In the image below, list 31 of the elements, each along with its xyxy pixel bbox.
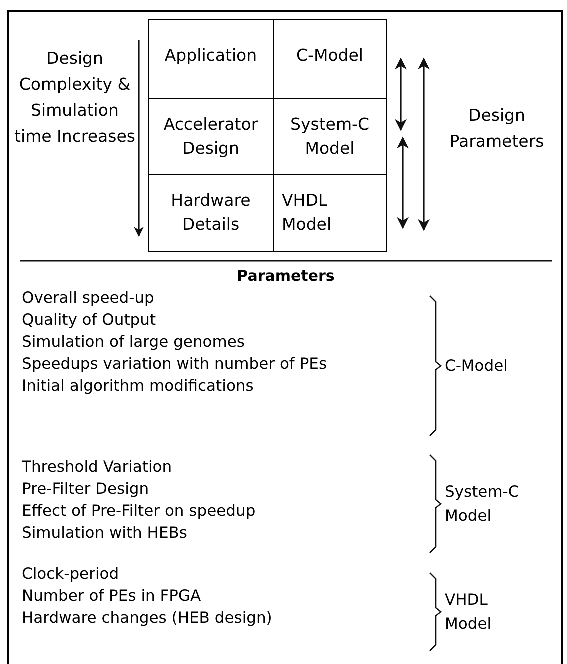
parameter-item: Initial algorithm modifications: [22, 376, 255, 397]
table-cell: [273, 174, 387, 252]
parameter-item: Simulation of large genomes: [22, 332, 246, 353]
parameter-item: Threshold Variation: [22, 457, 174, 478]
table-cell: [148, 19, 274, 99]
model-label: System-C Model: [445, 482, 520, 527]
model-label: VHDL Model: [445, 590, 493, 635]
cell-text: Application: [164, 45, 258, 67]
cell-text: VHDL Model: [282, 190, 333, 236]
section-heading: Parameters: [236, 266, 336, 287]
double-arrow: [397, 136, 409, 230]
parameter-item: Speedups variation with number of PEs: [22, 354, 328, 375]
cell-text: System-C Model: [289, 114, 370, 160]
parameter-item: Simulation with HEBs: [22, 523, 188, 544]
model-label: C-Model: [445, 356, 509, 377]
parameter-item: Effect of Pre-Filter on speedup: [22, 501, 256, 522]
parameter-item: Clock-period: [22, 564, 120, 585]
cell-text: C-Model: [296, 45, 364, 67]
axis-label: Design Complexity & Simulation time Increases: [14, 48, 136, 148]
parameter-item: Pre-Filter Design: [22, 479, 150, 500]
axis-label: Design Parameters: [448, 105, 546, 153]
double-arrow: [395, 58, 407, 132]
parameter-item: Hardware changes (HEB design): [22, 608, 272, 629]
table-cell: [273, 19, 387, 99]
parameter-item: Overall speed-up: [22, 288, 156, 309]
parameter-item: Number of PEs in FPGA: [22, 586, 202, 607]
double-arrow: [418, 58, 430, 232]
table-cell: [148, 174, 274, 252]
cell-text: Accelerator Design: [162, 114, 260, 160]
cell-text: Hardware Details: [170, 190, 252, 236]
parameter-item: Quality of Output: [22, 310, 158, 331]
